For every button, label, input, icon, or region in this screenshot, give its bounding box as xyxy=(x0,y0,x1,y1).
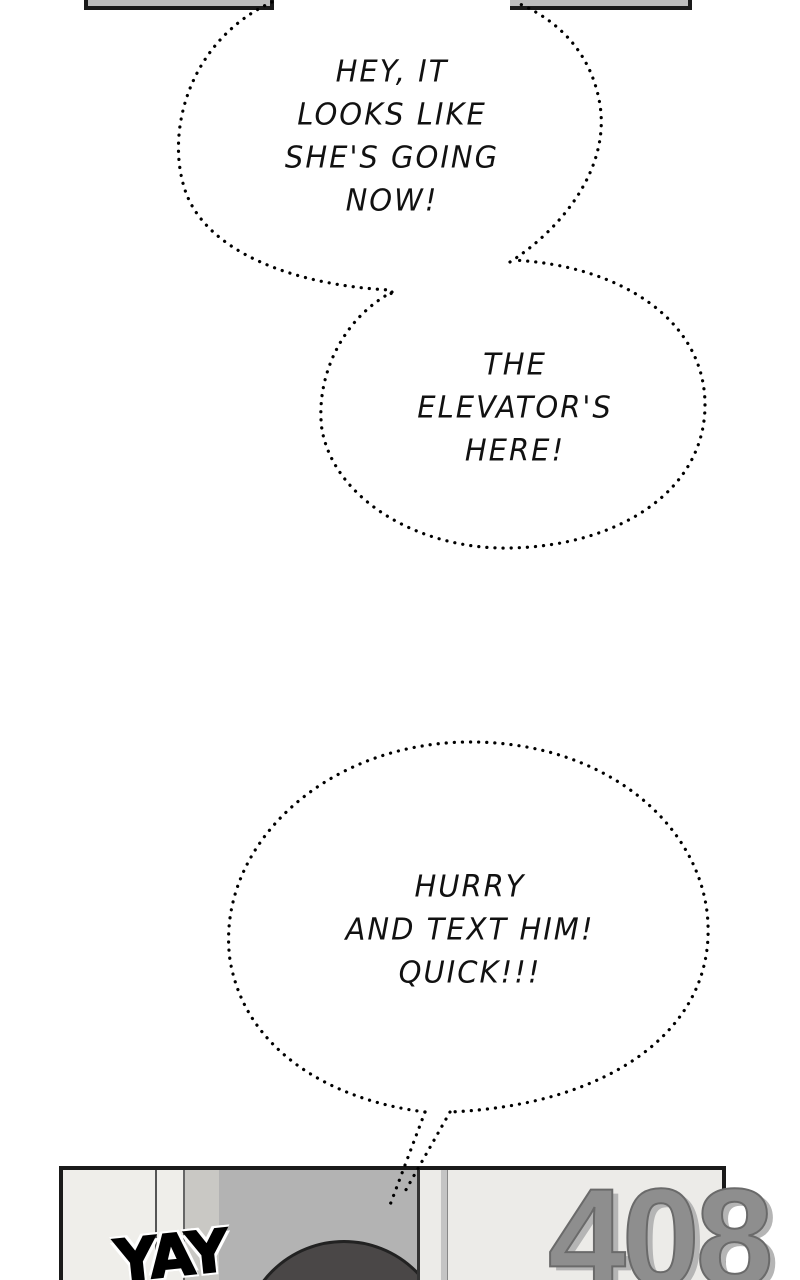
wall-line xyxy=(155,1170,157,1280)
bubble-3-outline xyxy=(227,740,710,1114)
bubble-3-line: HURRY xyxy=(414,868,526,904)
bubble-2-outline xyxy=(319,258,707,550)
bubble-1-text: HEY, IT LOOKS LIKE SHE'S GOING NOW! xyxy=(262,50,522,222)
bubble-1-line: HEY, IT xyxy=(335,53,449,89)
bottom-panel xyxy=(59,1166,726,1280)
top-panel-left-fragment xyxy=(84,0,274,10)
bubble-1-outline xyxy=(176,0,603,298)
door-number: 408 xyxy=(547,1159,775,1280)
bubble-2-text: THE ELEVATOR'S HERE! xyxy=(395,343,635,472)
bubble-1-line: NOW! xyxy=(345,182,439,218)
panel-divider xyxy=(417,1170,420,1280)
bubble-2-line: ELEVATOR'S xyxy=(417,389,613,425)
bubble-1-line: SHE'S GOING xyxy=(284,139,500,175)
bubble-1-line: LOOKS LIKE xyxy=(297,96,487,132)
bubble-2-line: THE xyxy=(483,346,547,382)
bubble-3-text: HURRY AND TEXT HIM! QUICK!!! xyxy=(320,865,620,994)
bubble-3-line: QUICK!!! xyxy=(398,954,542,990)
bubble-3-tail xyxy=(388,1110,452,1207)
bubble-2-line: HERE! xyxy=(464,432,566,468)
top-panel-right-fragment xyxy=(510,0,692,10)
bubble-3-line: AND TEXT HIM! xyxy=(345,911,595,947)
right-wall xyxy=(420,1170,722,1280)
right-frame xyxy=(441,1170,448,1280)
